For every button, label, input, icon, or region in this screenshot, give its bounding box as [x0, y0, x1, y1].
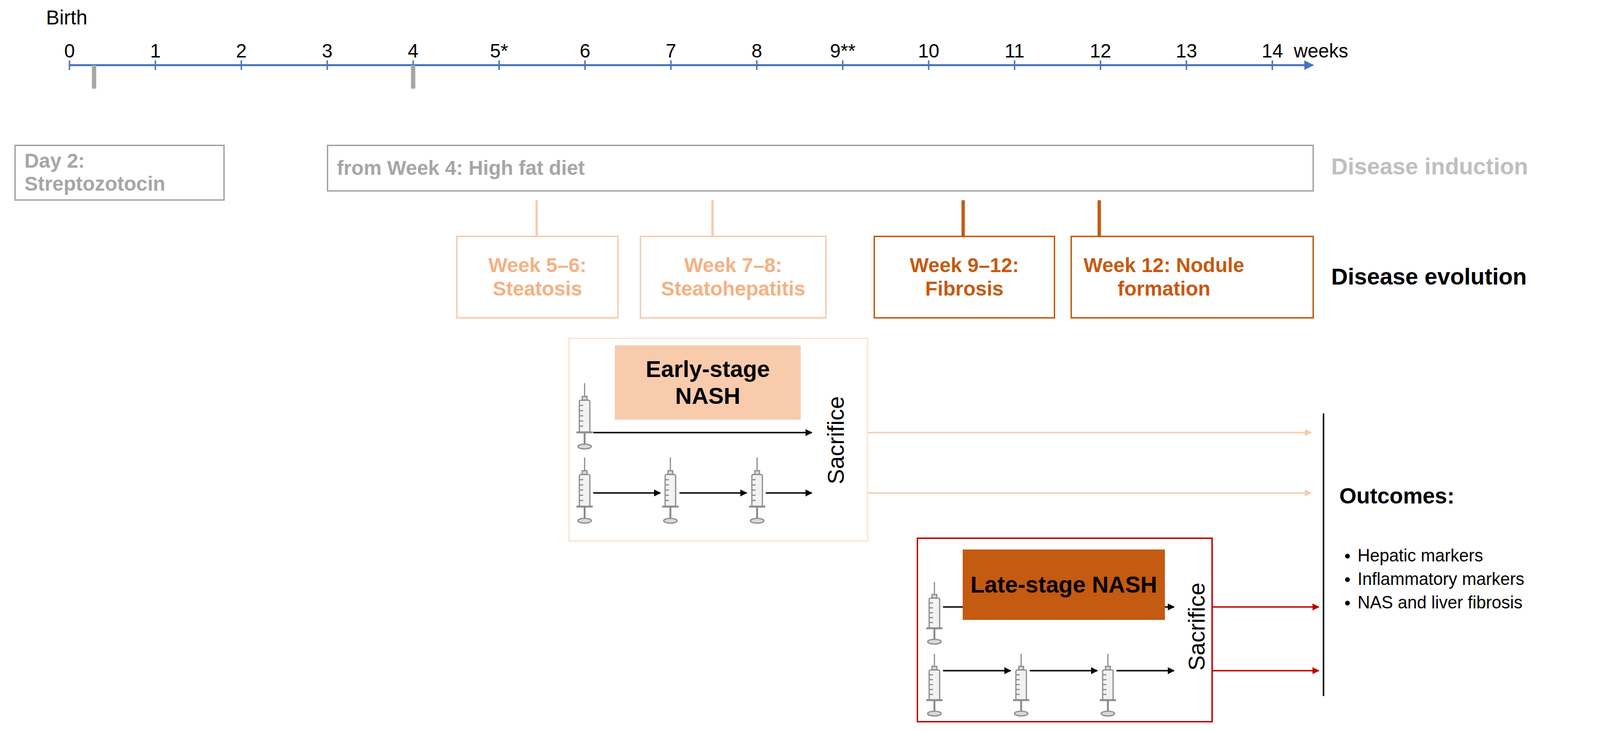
axis-label: 12 [1089, 40, 1112, 62]
axis-label: 13 [1175, 40, 1198, 62]
axis-tick [1099, 60, 1102, 70]
syringe-icon [576, 457, 593, 524]
axis-label: 1 [149, 40, 161, 62]
axis-tick [1271, 60, 1274, 70]
stage-box: Week 12: Nodule formation [1070, 235, 1314, 319]
axis-label: 14 [1261, 40, 1284, 62]
stage-box: Late-stage NASH [962, 549, 1165, 621]
layout-art [69, 60, 1350, 716]
syringe-icon [576, 383, 593, 449]
outcome-arrow [1212, 606, 1319, 609]
syringe-icon [926, 654, 943, 716]
box-label: Week 5–6: Steatosis [463, 253, 612, 301]
box-label: Week 9–12: Fibrosis [880, 253, 1048, 301]
row-heading: Disease evolution [1331, 264, 1527, 290]
axis-label: 9** [829, 40, 856, 62]
axis-tick [326, 60, 328, 70]
dosing-arrow [765, 492, 812, 495]
sacrifice-label: Sacrifice [822, 396, 850, 485]
stage-box: from Week 4: High fat diet [326, 144, 1314, 192]
evolution-stem [961, 200, 966, 236]
row-heading: Disease induction [1331, 154, 1529, 180]
axis-label: 11 [1004, 40, 1025, 62]
axis-tick [1013, 60, 1016, 70]
syringe-icon [662, 457, 679, 524]
dosing-arrow [593, 492, 661, 495]
outcome-text: Hepatic markers [1357, 546, 1484, 566]
bullet-dot [1345, 577, 1350, 583]
bullet-dot [1345, 553, 1350, 559]
axis-label: 6 [579, 40, 591, 62]
induction-marker [411, 65, 416, 89]
treatment-panel: Sacrifice Early-stage NASH [568, 337, 869, 542]
timeline-axis [69, 64, 1313, 67]
syringe-icon [1099, 654, 1117, 716]
dosing-arrow [943, 670, 1011, 672]
axis-label: 4 [407, 40, 419, 62]
outcome-arrow [868, 492, 1312, 495]
axis-tick [756, 60, 758, 70]
axis-label: weeks [1293, 40, 1348, 62]
treatment-panel: Sacrifice Late-stage NASH [916, 537, 1213, 723]
axis-label: 7 [665, 40, 677, 62]
outcome-text: NAS and liver fibrosis [1357, 593, 1523, 613]
stage-box: Day 2: Streptozotocin [14, 144, 225, 201]
dosing-arrow [1116, 670, 1175, 672]
outcome-bracket [1323, 413, 1325, 697]
dosing-arrow [1029, 670, 1098, 672]
axis-tick [69, 60, 71, 70]
axis-tick [240, 60, 242, 70]
syringe-icon [1012, 654, 1030, 716]
sacrifice-label: Sacrifice [1183, 582, 1210, 671]
axis-label: 0 [64, 40, 75, 62]
axis-label: 3 [322, 40, 333, 62]
bullet-dot [1345, 600, 1350, 606]
stage-box: Early-stage NASH [614, 345, 801, 420]
axis-label: 10 [918, 40, 940, 62]
box-label: Day 2: Streptozotocin [24, 149, 215, 196]
outcome-arrow [868, 432, 1312, 434]
axis-label: 5* [490, 40, 509, 62]
dosing-arrow [593, 432, 812, 434]
syringe-icon [748, 457, 766, 524]
axis-label: 8 [751, 40, 762, 62]
box-label: Week 7–8: Steatohepatitis [645, 253, 821, 301]
axis-label: Birth [46, 6, 88, 29]
axis-tick [841, 60, 844, 70]
outcome-arrow [1212, 670, 1319, 672]
syringe-icon [926, 582, 943, 645]
box-label: Week 12: Nodule formation [1077, 253, 1251, 301]
evolution-stem [1097, 200, 1102, 236]
outcome-text: Inflammatory markers [1357, 569, 1525, 589]
axis-label: 2 [235, 40, 247, 62]
axis-tick [928, 60, 930, 70]
axis-tick [1185, 60, 1187, 70]
stage-box: Week 7–8: Steatohepatitis [639, 235, 827, 319]
evolution-stem [535, 200, 539, 236]
axis-tick [154, 60, 157, 70]
axis-tick [584, 60, 586, 70]
stage-box: Week 5–6: Steatosis [456, 235, 619, 319]
dosing-arrow [679, 492, 747, 495]
outcome-text: Outcomes: [1339, 483, 1455, 509]
box-label: Late-stage NASH [968, 571, 1160, 599]
axis-tick [498, 60, 500, 70]
axis-tick [670, 60, 672, 70]
box-label: from Week 4: High fat diet [336, 156, 587, 180]
box-label: Early-stage NASH [620, 356, 795, 409]
stage-box: Week 9–12: Fibrosis [873, 235, 1056, 319]
induction-marker [92, 65, 97, 89]
evolution-stem [711, 200, 714, 236]
